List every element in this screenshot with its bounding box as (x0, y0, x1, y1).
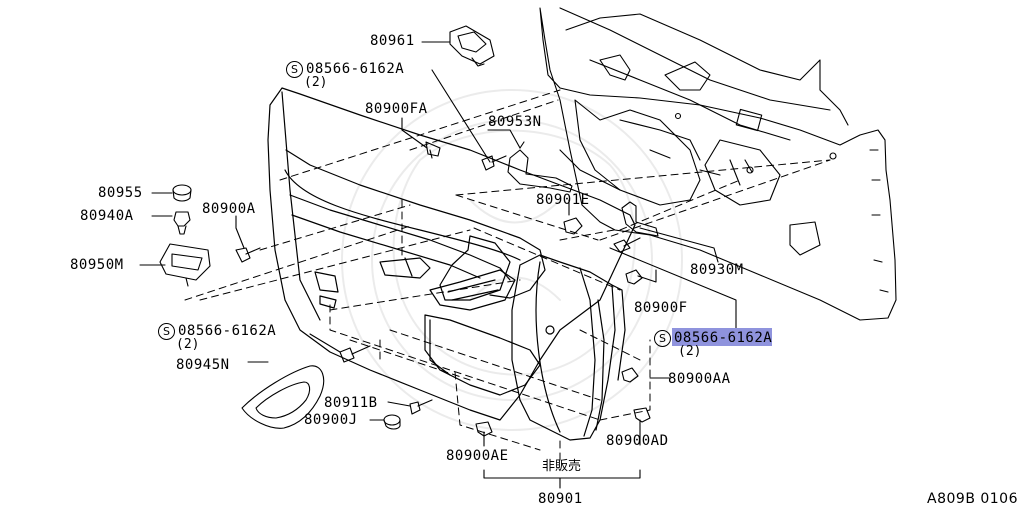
part-08566-right-rest: 2A (754, 330, 773, 346)
part-80940a-label[interactable]: 80940A (80, 208, 134, 224)
part-80901e-label[interactable]: 80901E (536, 192, 590, 208)
highlight-box (672, 328, 772, 346)
part-08566-top-label[interactable]: 08566-6162A (306, 61, 405, 77)
part-08566-left-qty: (2) (176, 337, 200, 352)
part-80953n-label[interactable]: 80953N (488, 114, 542, 130)
part-08566-left-label[interactable]: 08566-6162A (178, 323, 277, 339)
s-mark-top: S (286, 61, 303, 78)
small-parts (159, 25, 659, 437)
figure-code: A809B 0106 (927, 491, 1018, 507)
part-80950m-label[interactable]: 80950M (70, 257, 124, 273)
leader-lines (139, 41, 737, 489)
part-80900aa-label[interactable]: 80900AA (668, 371, 731, 387)
part-80900a-label[interactable]: 80900A (202, 201, 256, 217)
part-08566-top-qty: (2) (304, 75, 328, 90)
part-80900ad-label[interactable]: 80900AD (606, 433, 669, 449)
part-80901-label[interactable]: 80901 (538, 491, 583, 507)
part-80900ae-label[interactable]: 80900AE (446, 448, 509, 464)
part-80911b-label[interactable]: 80911B (324, 395, 378, 411)
part-80961-label[interactable]: 80961 (370, 33, 415, 49)
part-08566-right-qty: (2) (678, 344, 702, 359)
s-mark-right: S (654, 330, 671, 347)
part-80955-label[interactable]: 80955 (98, 185, 143, 201)
watermark-emblem (341, 89, 683, 431)
part-80900fa-label[interactable]: 80900FA (365, 101, 428, 117)
not-for-sale-label: 非販売 (542, 459, 582, 474)
part-80945n-label[interactable]: 80945N (176, 357, 230, 373)
part-08566-right-label[interactable]: 08566-6162A (674, 330, 772, 346)
part-80900j-label[interactable]: 80900J (304, 412, 358, 428)
door-trim-panel (267, 87, 636, 441)
door-inner-panel (539, 7, 897, 321)
part-08566-right-highlighted: 08566-616 (674, 330, 755, 346)
part-80900f-label[interactable]: 80900F (634, 300, 688, 316)
s-mark-left: S (158, 323, 175, 340)
part-80930m-label[interactable]: 80930M (690, 262, 744, 278)
dashed-locator-lines (184, 89, 831, 461)
